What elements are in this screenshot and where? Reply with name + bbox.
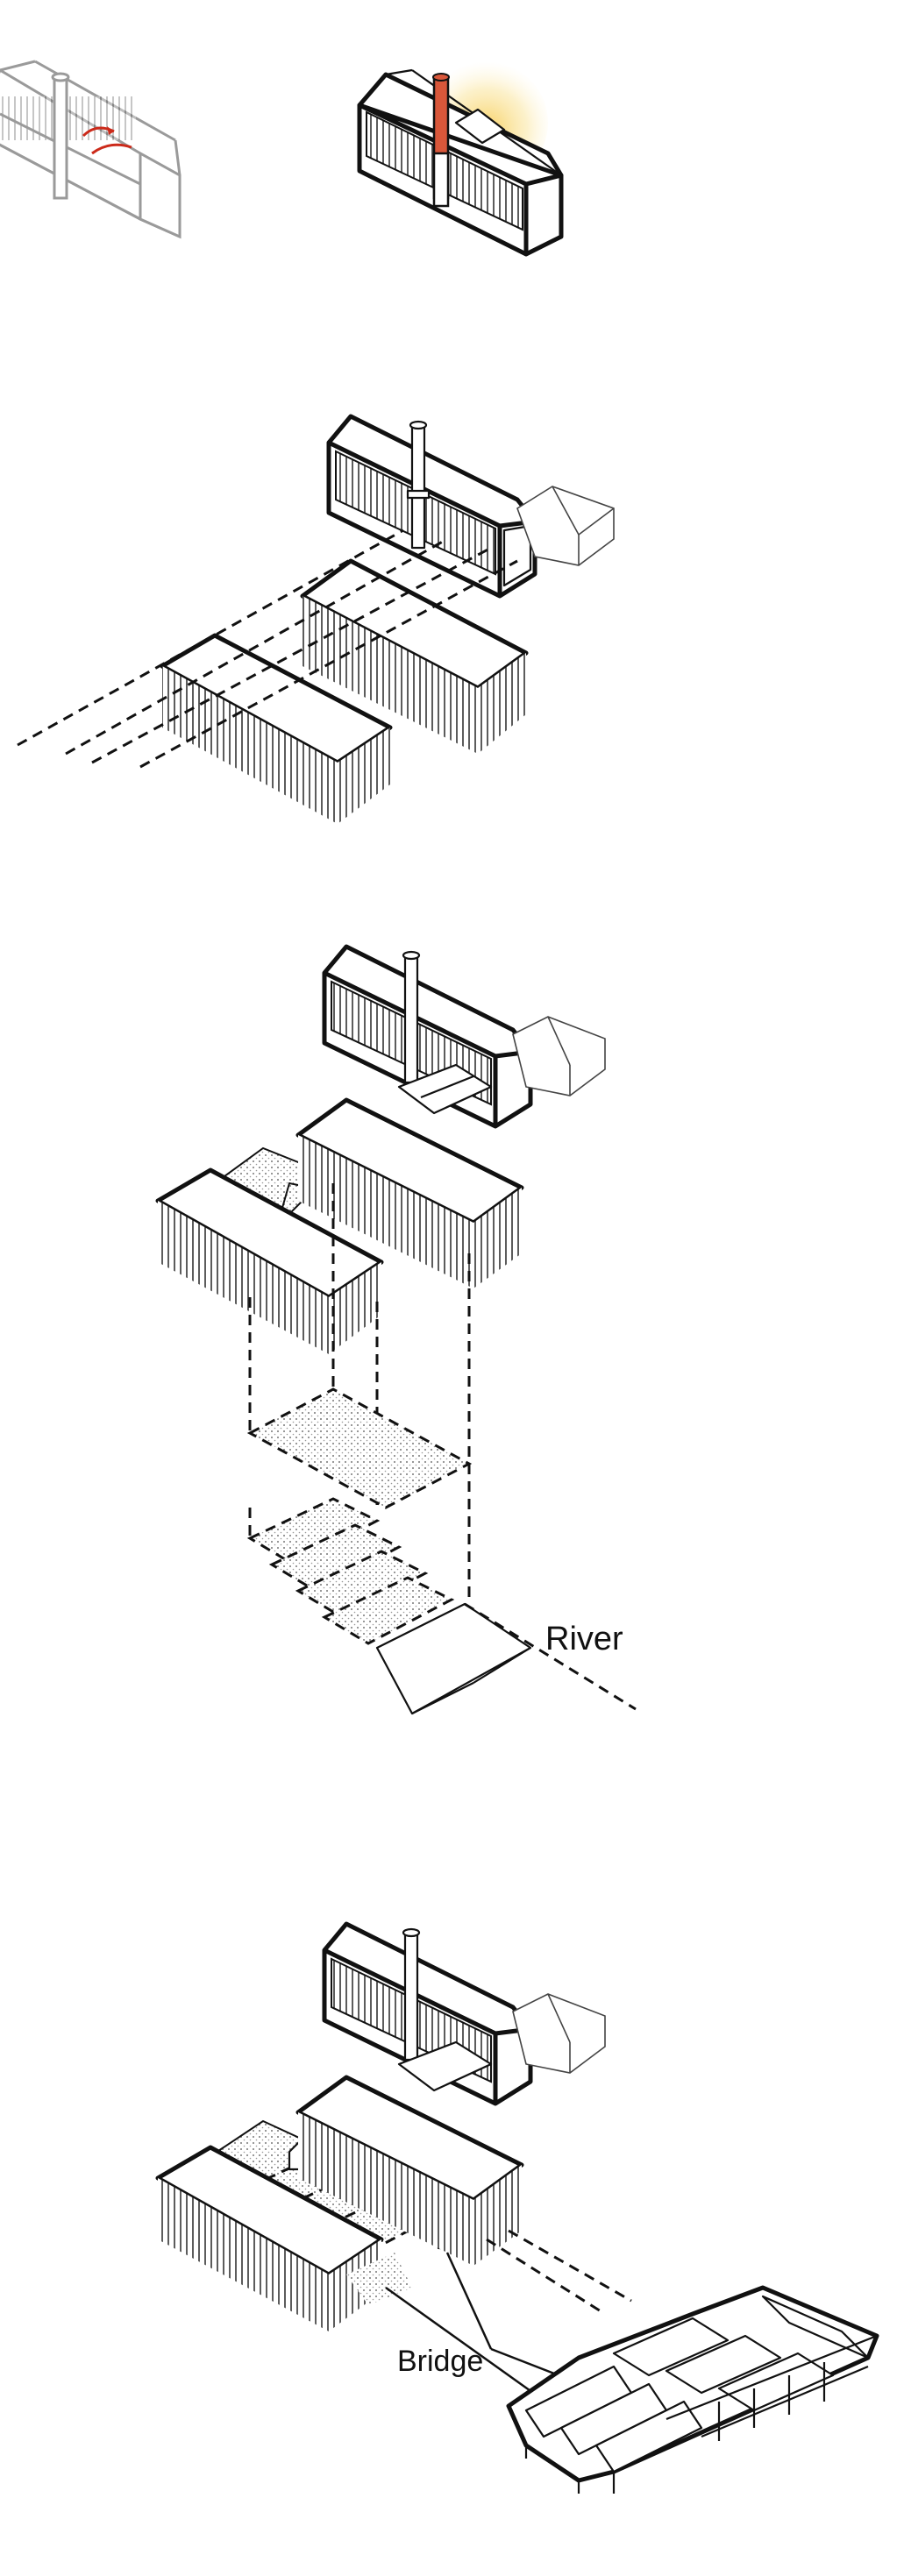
factory-building-highlight bbox=[359, 61, 561, 254]
stage-4: Bridge bbox=[158, 1924, 877, 2494]
chimney-grey bbox=[53, 74, 68, 198]
bridge-label: Bridge bbox=[397, 2345, 483, 2378]
river-label: River bbox=[545, 1621, 623, 1657]
house-outline bbox=[513, 1017, 605, 1096]
chimney-highlight bbox=[433, 74, 449, 206]
stage-2 bbox=[18, 416, 614, 824]
stage-3: River bbox=[158, 947, 636, 1714]
stage-1 bbox=[0, 61, 561, 254]
chimney bbox=[403, 1929, 419, 2060]
chimney bbox=[403, 952, 419, 1082]
village-cluster bbox=[509, 2288, 877, 2494]
factory-building-grey bbox=[0, 61, 180, 237]
house-outline bbox=[513, 1994, 605, 2073]
dotted-ground-plane bbox=[250, 1389, 469, 1508]
